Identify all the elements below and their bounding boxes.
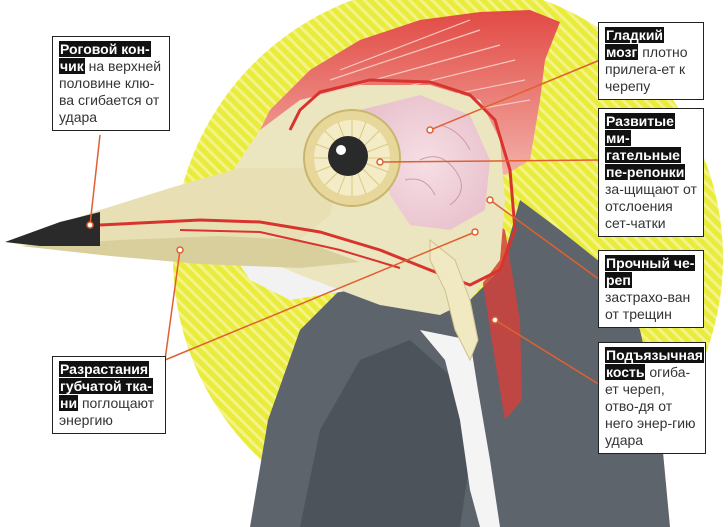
beak-lower xyxy=(20,236,360,268)
leader-skull xyxy=(489,199,601,281)
white-throat xyxy=(420,330,500,527)
callout-hyoid-bold: Подъязычная кость xyxy=(605,347,704,380)
callout-skull-text: застрахо-ван от трещин xyxy=(605,289,691,322)
brain-folds xyxy=(404,124,471,206)
callout-spongy: Разрастания губчатой тка-ни поглощают эн… xyxy=(52,356,166,434)
leader-horn-tip xyxy=(89,134,101,226)
leader-hyoid xyxy=(494,319,601,386)
callout-skull-bold: Прочный че-реп xyxy=(605,255,696,288)
horn-tip xyxy=(5,212,100,246)
hyoid-bone xyxy=(429,238,479,362)
callout-skull: Прочный че-реп застрахо-ван от трещин xyxy=(598,250,704,328)
leader-membranes xyxy=(379,159,601,163)
skull-outline-line xyxy=(99,78,517,287)
callout-horn-tip: Роговой кон-чик на верхней половине клю-… xyxy=(52,36,170,131)
neck-feathers-shade xyxy=(300,340,470,527)
callout-hyoid: Подъязычная кость огиба-ет череп, отво-д… xyxy=(598,342,706,454)
callout-membranes-bold: Развитые ми-гательные пе-репонки xyxy=(605,113,686,180)
skull-inner-line xyxy=(179,229,401,269)
leader-dots xyxy=(86,126,499,324)
callout-hyoid-text: огиба-ет череп, отво-дя от него энер-гию… xyxy=(605,364,696,448)
leader-brain xyxy=(429,59,601,131)
eye-highlight xyxy=(336,145,346,155)
callout-spongy-text: поглощают энергию xyxy=(59,395,155,428)
callout-horn-tip-text: на верхней половине клю-ва сгибается от … xyxy=(59,58,162,125)
callout-brain: Гладкий мозг плотно прилега-ет к черепу xyxy=(598,22,704,100)
callout-brain-text: плотно прилега-ет к черепу xyxy=(605,44,688,94)
leader-spongy-2 xyxy=(164,231,476,361)
callout-membranes: Развитые ми-гательные пе-репонки за-щища… xyxy=(598,108,704,237)
callout-membranes-text: за-щищают от отслоения сет-чатки xyxy=(605,181,697,231)
brain xyxy=(360,95,490,230)
leader-lines xyxy=(89,59,601,386)
eye-pupil xyxy=(328,136,368,176)
leader-spongy xyxy=(164,249,181,361)
